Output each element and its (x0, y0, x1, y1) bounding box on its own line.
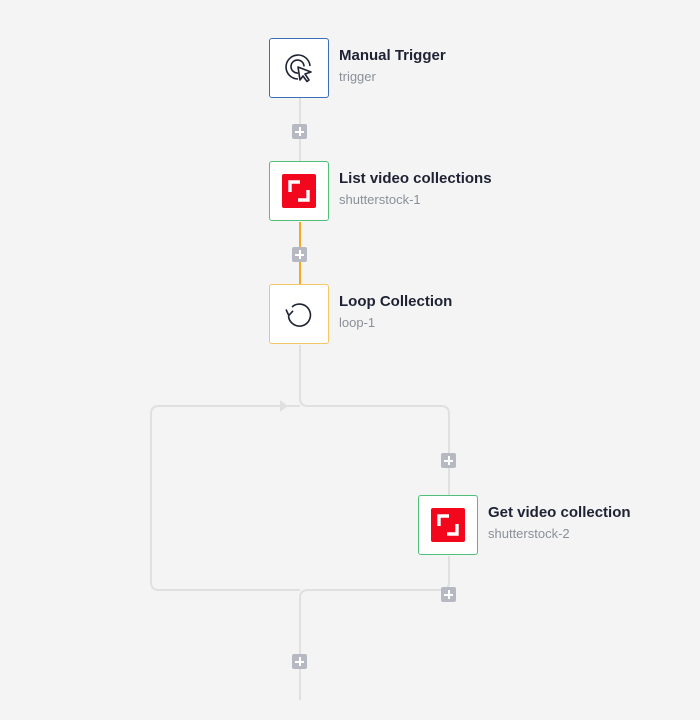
add-step-button[interactable] (292, 654, 307, 669)
node-title: Manual Trigger (339, 47, 446, 64)
node-subtitle: trigger (339, 69, 376, 84)
connector-loop-branch (299, 345, 450, 495)
node-subtitle: loop-1 (339, 315, 376, 330)
node-subtitle: shutterstock-2 (488, 526, 570, 541)
add-step-button[interactable] (441, 453, 456, 468)
node-title: Get video collection (488, 504, 631, 521)
connector-branch-end (299, 556, 450, 700)
node-loop-collection[interactable] (269, 284, 329, 344)
cursor-click-icon (285, 54, 312, 83)
add-step-button[interactable] (292, 124, 307, 139)
loop-icon (285, 303, 312, 327)
loop-return-arrow (280, 400, 288, 412)
shutterstock-icon (282, 174, 316, 208)
node-subtitle: shutterstock-1 (339, 192, 421, 207)
add-step-button[interactable] (292, 247, 307, 262)
shutterstock-icon (431, 508, 465, 542)
node-title: List video collections (339, 170, 492, 187)
node-manual-trigger[interactable] (269, 38, 329, 98)
add-step-button[interactable] (441, 587, 456, 602)
node-title: Loop Collection (339, 293, 453, 310)
node-list-video-collections[interactable] (269, 161, 329, 221)
connector-loop-return (150, 405, 300, 591)
node-get-video-collection[interactable] (418, 495, 478, 555)
